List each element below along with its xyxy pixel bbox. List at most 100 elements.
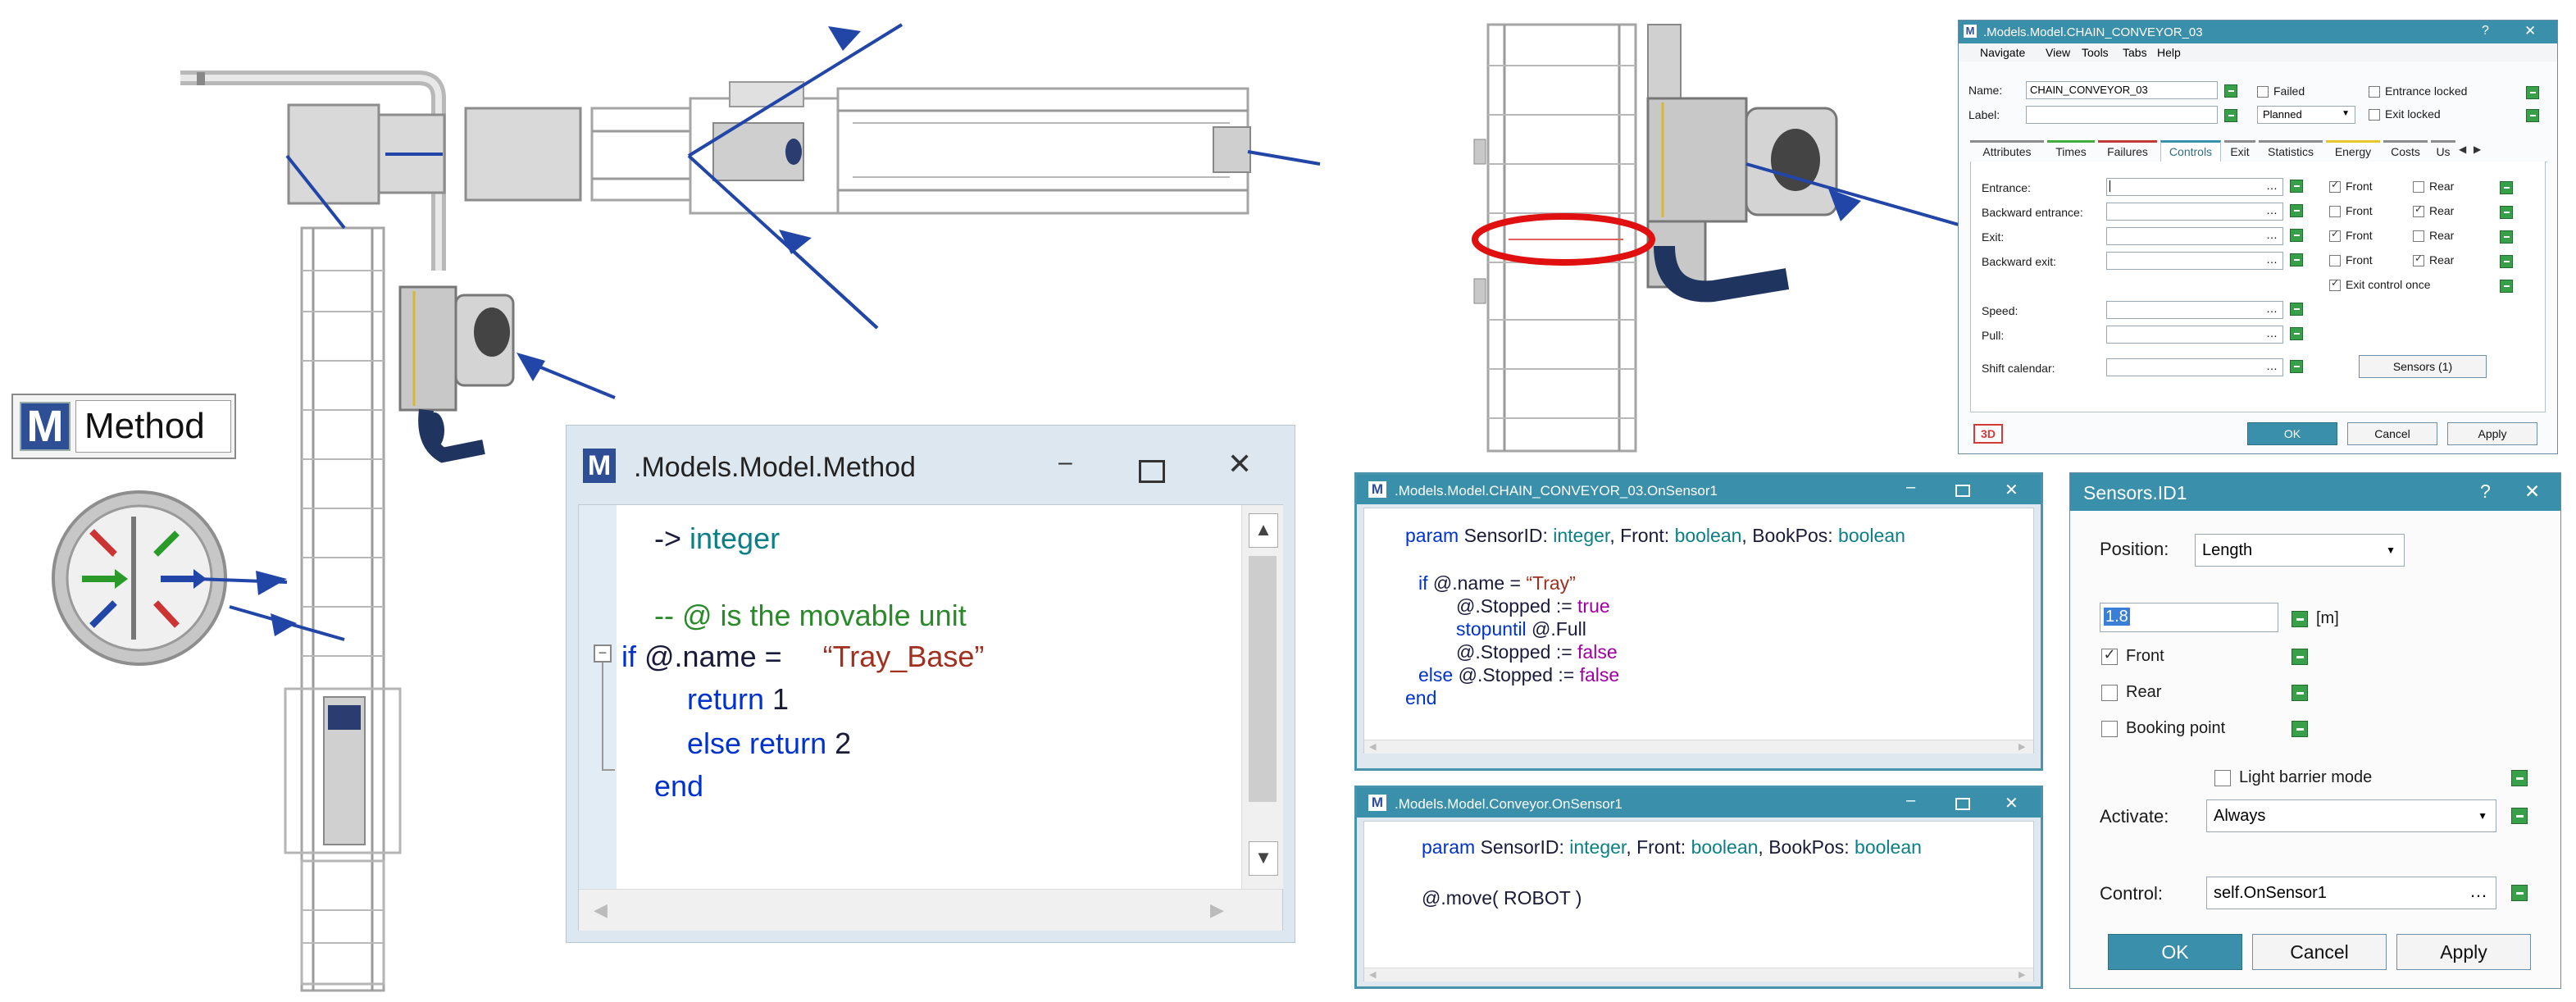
vertical-scrollbar[interactable]: ▲ ▼ [1241, 505, 1283, 889]
exit-side-inherit-icon[interactable] [2500, 230, 2513, 244]
ellipsis-icon[interactable]: … [2266, 253, 2278, 266]
light-barrier-inherit-icon[interactable] [2511, 770, 2528, 786]
length-inherit-icon[interactable] [2292, 611, 2308, 627]
entrance-rear-checkbox[interactable] [2413, 181, 2424, 193]
scroll-left-icon[interactable]: ◀ [1369, 970, 1377, 980]
menu-navigate[interactable]: Navigate [1980, 46, 2026, 59]
help-icon[interactable]: ? [2482, 24, 2489, 38]
speed-input[interactable]: … [2106, 301, 2283, 319]
close-icon[interactable]: ✕ [2524, 23, 2537, 39]
entrance-front-checkbox[interactable] [2329, 179, 2341, 193]
ellipsis-icon[interactable]: … [2266, 179, 2278, 192]
entrance-locked-inherit-icon[interactable] [2526, 86, 2539, 99]
position-select[interactable]: Length▼ [2195, 534, 2405, 567]
exit-front-checkbox[interactable] [2329, 228, 2341, 242]
minimize-button[interactable]: – [1906, 791, 1916, 809]
horizontal-scrollbar[interactable]: ◀ ▶ [1364, 968, 2033, 982]
ellipsis-icon[interactable]: … [2266, 302, 2278, 315]
control-input[interactable]: self.OnSensor1… [2206, 877, 2496, 909]
chain-apply-button[interactable]: Apply [2447, 422, 2537, 445]
scroll-left-icon[interactable]: ◀ [594, 900, 608, 920]
menu-help[interactable]: Help [2157, 46, 2181, 59]
activate-inherit-icon[interactable] [2511, 808, 2528, 824]
scroll-right-icon[interactable]: ▶ [2018, 970, 2026, 980]
code-editor[interactable]: -> integer -- @ is the movable unit − if… [578, 504, 1283, 931]
light-barrier-checkbox[interactable] [2214, 770, 2231, 786]
name-input[interactable]: CHAIN_CONVEYOR_03 [2026, 81, 2218, 99]
tab-energy[interactable]: Energy [2326, 140, 2380, 162]
planned-select[interactable]: Planned▼ [2257, 106, 2355, 124]
tab-costs[interactable]: Costs [2383, 140, 2428, 162]
close-button[interactable]: ✕ [2005, 481, 2018, 499]
backward-exit-rear-checkbox[interactable] [2413, 253, 2424, 266]
conveyor-onsensor-code[interactable]: param SensorID: integer, Front: boolean,… [1363, 821, 2034, 982]
backward-entrance-side-inherit-icon[interactable] [2500, 206, 2513, 219]
backward-exit-inherit-icon[interactable] [2290, 253, 2303, 266]
front-inherit-icon[interactable] [2292, 649, 2308, 665]
menu-view[interactable]: View [2046, 46, 2071, 59]
maximize-button[interactable] [1955, 485, 1970, 497]
shift-calendar-input[interactable]: … [2106, 358, 2283, 376]
3d-badge[interactable]: 3D [1973, 424, 2003, 444]
exit-inherit-icon[interactable] [2290, 229, 2303, 242]
backward-entrance-inherit-icon[interactable] [2290, 204, 2303, 217]
close-button[interactable]: ✕ [2005, 795, 2018, 813]
tab-controls[interactable]: Controls [2160, 140, 2221, 162]
tab-attributes[interactable]: Attributes [1970, 140, 2044, 162]
scroll-left-icon[interactable]: ◀ [1369, 742, 1377, 752]
sensors-ok-button[interactable]: OK [2108, 934, 2242, 970]
pull-inherit-icon[interactable] [2290, 327, 2303, 340]
backward-exit-input[interactable]: … [2106, 252, 2283, 270]
label-input[interactable] [2026, 106, 2218, 124]
tab-scroll-right-icon[interactable]: ▶ [2474, 143, 2482, 155]
exit-control-once-checkbox[interactable] [2329, 277, 2341, 291]
control-inherit-icon[interactable] [2511, 885, 2528, 901]
activate-select[interactable]: Always▼ [2206, 799, 2496, 832]
name-inherit-icon[interactable] [2224, 84, 2237, 98]
chain-cancel-button[interactable]: Cancel [2347, 422, 2437, 445]
scroll-right-icon[interactable]: ▶ [2018, 742, 2026, 752]
minimize-button[interactable]: – [1058, 449, 1072, 476]
sensors-cancel-button[interactable]: Cancel [2252, 934, 2387, 970]
method-badge[interactable]: M Method [11, 394, 236, 459]
ellipsis-icon[interactable]: … [2266, 228, 2278, 241]
entrance-input[interactable]: … [2106, 178, 2283, 196]
scroll-up-icon[interactable]: ▲ [1249, 513, 1278, 548]
exit-control-once-inherit-icon[interactable] [2500, 280, 2513, 293]
fold-toggle-icon[interactable]: − [594, 644, 612, 663]
entrance-inherit-icon[interactable] [2290, 180, 2303, 193]
close-icon[interactable]: ✕ [2524, 481, 2541, 502]
scroll-right-icon[interactable]: ▶ [1210, 900, 1224, 920]
speed-inherit-icon[interactable] [2290, 303, 2303, 316]
exit-locked-inherit-icon[interactable] [2526, 109, 2539, 122]
pull-input[interactable]: … [2106, 326, 2283, 344]
tab-scroll-left-icon[interactable]: ◀ [2459, 143, 2467, 155]
horizontal-scrollbar[interactable]: ◀ ▶ [1364, 740, 2033, 754]
length-input[interactable]: 1.8 [2100, 603, 2278, 632]
tab-times[interactable]: Times [2047, 140, 2095, 162]
ellipsis-icon[interactable]: … [2266, 326, 2278, 339]
label-inherit-icon[interactable] [2224, 109, 2237, 122]
horizontal-scrollbar[interactable]: ◀ ▶ [579, 889, 1282, 931]
front-checkbox[interactable] [2101, 646, 2118, 665]
backward-exit-side-inherit-icon[interactable] [2500, 255, 2513, 268]
help-icon[interactable]: ? [2480, 481, 2491, 502]
scroll-down-icon[interactable]: ▼ [1249, 841, 1278, 876]
backward-entrance-front-checkbox[interactable] [2329, 206, 2341, 217]
backward-entrance-input[interactable]: … [2106, 203, 2283, 221]
exit-input[interactable]: … [2106, 227, 2283, 245]
menu-tabs[interactable]: Tabs [2123, 46, 2147, 59]
booking-point-checkbox[interactable] [2101, 721, 2118, 737]
maximize-button[interactable] [1955, 798, 1970, 810]
ellipsis-icon[interactable]: … [2266, 203, 2278, 216]
shift-calendar-inherit-icon[interactable] [2290, 360, 2303, 373]
minimize-button[interactable]: – [1906, 478, 1916, 496]
entrance-locked-checkbox[interactable] [2369, 86, 2380, 98]
booking-point-inherit-icon[interactable] [2292, 721, 2308, 737]
sensors-apply-button[interactable]: Apply [2396, 934, 2531, 970]
chain-ok-button[interactable]: OK [2247, 422, 2337, 445]
ellipsis-icon[interactable]: … [2469, 881, 2487, 901]
tab-us[interactable]: Us [2431, 140, 2455, 162]
sensors-button[interactable]: Sensors (1) [2359, 355, 2487, 378]
backward-entrance-rear-checkbox[interactable] [2413, 203, 2424, 217]
